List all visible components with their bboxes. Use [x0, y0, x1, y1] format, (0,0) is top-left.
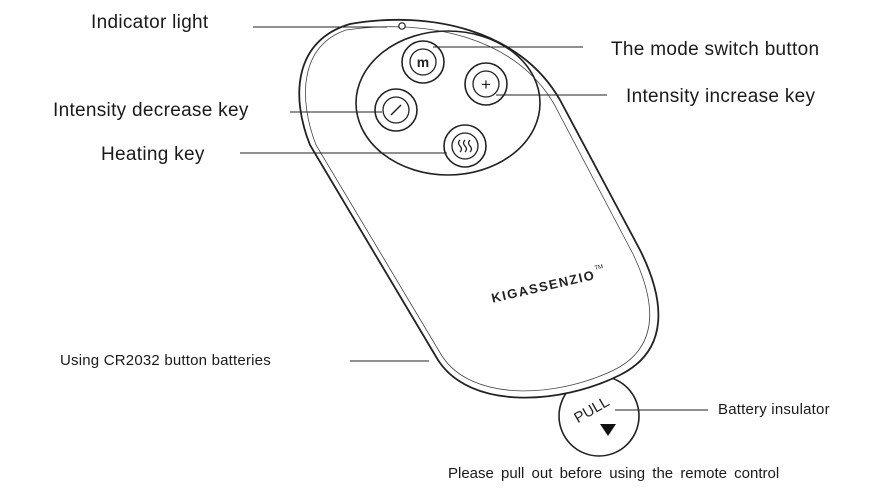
intensity-decrease-label: Intensity decrease key [53, 100, 249, 121]
pull-arrow-icon [600, 424, 616, 436]
intensity-decrease-button[interactable] [374, 88, 418, 132]
heat-waves-icon [457, 139, 473, 153]
plus-icon: + [481, 75, 491, 94]
indicator-light [398, 22, 406, 30]
battery-insulator-tab[interactable]: PULL [558, 375, 640, 457]
intensity-increase-button[interactable]: + [464, 62, 508, 106]
pull-out-note: Please pull out before using the remote … [448, 465, 780, 482]
heating-key-label: Heating key [101, 144, 205, 165]
mode-switch-label: The mode switch button [611, 39, 820, 60]
leader-lines [240, 26, 708, 411]
intensity-increase-label: Intensity increase key [626, 86, 816, 107]
button-cluster-ring [355, 30, 541, 176]
minus-icon [390, 104, 402, 116]
indicator-light-label: Indicator light [91, 12, 209, 33]
battery-insulator-label: Battery insulator [718, 401, 830, 418]
svg-text:TM: TM [594, 264, 604, 272]
battery-label: Using CR2032 button batteries [60, 352, 271, 369]
heating-button[interactable] [443, 124, 487, 168]
mode-icon: m [417, 54, 429, 70]
mode-switch-button[interactable]: m [401, 40, 445, 84]
